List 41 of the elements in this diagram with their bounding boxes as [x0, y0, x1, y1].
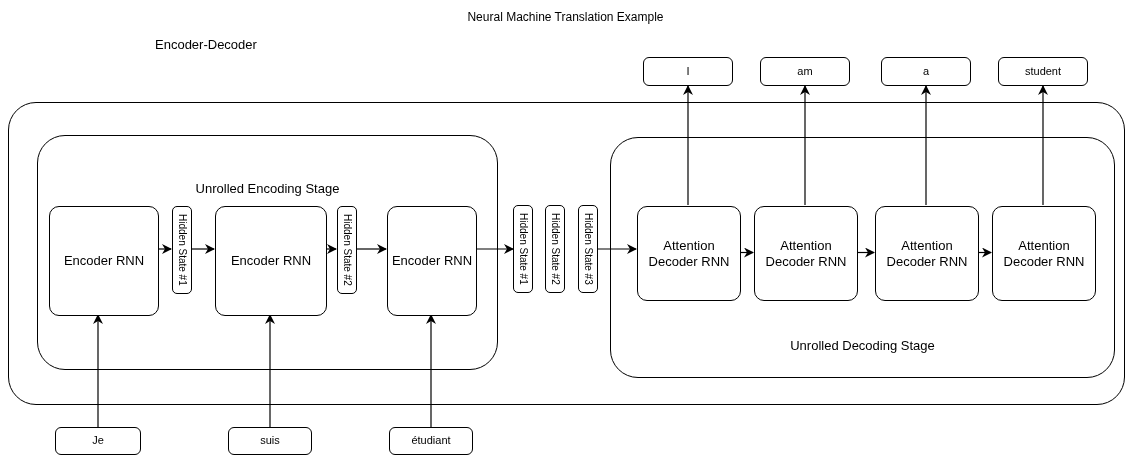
- arrow: [190, 244, 215, 254]
- rnn-box: Attention Decoder RNN: [875, 206, 979, 301]
- diagram-title: Neural Machine Translation Example: [467, 10, 664, 24]
- arrow: [977, 247, 992, 258]
- word-box: student: [998, 57, 1088, 86]
- stage-title: Unrolled Decoding Stage: [790, 338, 935, 353]
- rnn-box: Attention Decoder RNN: [637, 206, 741, 301]
- group-heading: Encoder-Decoder: [155, 37, 257, 52]
- hidden-state-box: Hidden State #2: [545, 205, 565, 293]
- rnn-box: Encoder RNN: [49, 206, 159, 316]
- arrow: [683, 85, 693, 206]
- arrow: [265, 314, 275, 428]
- stage-title: Unrolled Encoding Stage: [195, 181, 340, 196]
- word-box: a: [881, 57, 971, 86]
- stage-frame: [610, 137, 1115, 378]
- hidden-state-box: Hidden State #2: [337, 206, 357, 294]
- arrow: [800, 85, 810, 206]
- rnn-box: Attention Decoder RNN: [992, 206, 1096, 301]
- rnn-box: Encoder RNN: [215, 206, 327, 316]
- arrow: [426, 314, 436, 428]
- word-box: Je: [55, 427, 141, 455]
- hidden-state-box: Hidden State #1: [172, 206, 192, 294]
- arrow: [1038, 85, 1048, 206]
- arrow: [93, 314, 103, 428]
- word-box: am: [760, 57, 850, 86]
- arrow: [856, 247, 875, 258]
- arrow: [355, 244, 387, 254]
- hidden-state-box: Hidden State #3: [578, 205, 598, 293]
- arrow: [921, 85, 931, 206]
- rnn-box: Encoder RNN: [387, 206, 477, 316]
- arrow: [739, 247, 754, 258]
- word-box: suis: [228, 427, 312, 455]
- arrow: [325, 244, 337, 254]
- rnn-box: Attention Decoder RNN: [754, 206, 858, 301]
- stage-frame: [37, 135, 498, 370]
- arrow: [157, 244, 172, 254]
- hidden-state-box: Hidden State #1: [513, 205, 533, 293]
- arrow: [597, 244, 637, 254]
- word-box: I: [643, 57, 733, 86]
- arrow: [475, 244, 514, 254]
- word-box: étudiant: [389, 427, 473, 455]
